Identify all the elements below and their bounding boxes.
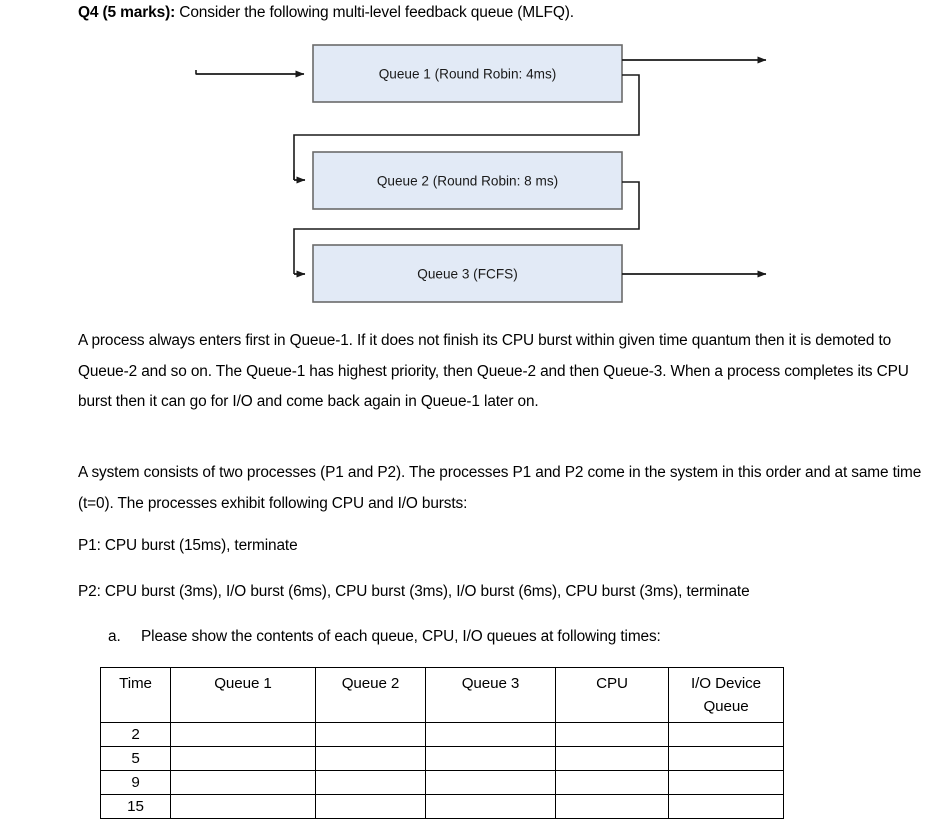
cell-queue-3[interactable] xyxy=(425,722,556,747)
sub-question-a: a. Please show the contents of each queue… xyxy=(108,623,661,651)
paragraph-system-description: A system consists of two processes (P1 a… xyxy=(78,464,922,512)
cell-queue-2[interactable] xyxy=(315,722,426,747)
queue-1-box: Queue 1 (Round Robin: 4ms) xyxy=(312,44,623,103)
sub-question-a-marker: a. xyxy=(108,628,121,645)
cell-time: 9 xyxy=(100,770,171,795)
cell-queue-1[interactable] xyxy=(170,722,316,747)
cell-queue-1[interactable] xyxy=(170,794,316,819)
column-header-queue-2: Queue 2 xyxy=(315,667,426,723)
cell-queue-3[interactable] xyxy=(425,794,556,819)
cell-queue-3[interactable] xyxy=(425,746,556,771)
cell-time: 5 xyxy=(100,746,171,771)
connector-queue-2-to-queue-3 xyxy=(293,181,640,278)
table-row: 9 xyxy=(100,770,784,795)
column-header-queue-1: Queue 1 xyxy=(170,667,316,723)
cell-queue-1[interactable] xyxy=(170,770,316,795)
cell-io[interactable] xyxy=(668,794,784,819)
cell-queue-3[interactable] xyxy=(425,770,556,795)
table-header-row: Time Queue 1 Queue 2 Queue 3 CPU I/O Dev… xyxy=(100,667,784,723)
paragraph-process-p1: P1: CPU burst (15ms), terminate xyxy=(78,537,298,554)
cell-cpu[interactable] xyxy=(555,794,669,819)
column-header-io-device-queue: I/O Device Queue xyxy=(668,667,784,723)
cell-queue-2[interactable] xyxy=(315,746,426,771)
paragraph-mlfq-rules: A process always enters first in Queue-1… xyxy=(78,332,909,410)
sub-question-a-text: Please show the contents of each queue, … xyxy=(141,628,661,645)
cell-queue-1[interactable] xyxy=(170,746,316,771)
question-number-label: Q4 (5 marks): xyxy=(78,4,176,21)
cell-cpu[interactable] xyxy=(555,746,669,771)
cell-io[interactable] xyxy=(668,770,784,795)
cell-cpu[interactable] xyxy=(555,722,669,747)
table-row: 5 xyxy=(100,746,784,771)
queue-1-label: Queue 1 (Round Robin: 4ms) xyxy=(379,67,557,82)
cell-time: 2 xyxy=(100,722,171,747)
table-row: 15 xyxy=(100,794,784,819)
queue-3-label: Queue 3 (FCFS) xyxy=(417,267,517,282)
queue-2-label: Queue 2 (Round Robin: 8 ms) xyxy=(377,174,558,189)
queue-3-box: Queue 3 (FCFS) xyxy=(312,244,623,303)
table-row: 2 xyxy=(100,722,784,747)
mlfq-diagram: Queue 1 (Round Robin: 4ms) Queue 2 (Roun… xyxy=(0,30,949,325)
paragraph-process-p2: P2: CPU burst (3ms), I/O burst (6ms), CP… xyxy=(78,583,750,600)
cell-queue-2[interactable] xyxy=(315,794,426,819)
question-heading: Q4 (5 marks): Consider the following mul… xyxy=(78,2,938,24)
cell-queue-2[interactable] xyxy=(315,770,426,795)
cell-io[interactable] xyxy=(668,746,784,771)
question-text: Consider the following multi-level feedb… xyxy=(175,4,574,21)
cell-io[interactable] xyxy=(668,722,784,747)
cell-time: 15 xyxy=(100,794,171,819)
column-header-queue-3: Queue 3 xyxy=(425,667,556,723)
cell-cpu[interactable] xyxy=(555,770,669,795)
column-header-cpu: CPU xyxy=(555,667,669,723)
queue-2-box: Queue 2 (Round Robin: 8 ms) xyxy=(312,151,623,210)
column-header-time: Time xyxy=(100,667,171,723)
connector-queue-1-to-queue-2 xyxy=(293,74,640,184)
arrow-entry-to-queue-1 xyxy=(195,70,305,78)
queue-contents-table: Time Queue 1 Queue 2 Queue 3 CPU I/O Dev… xyxy=(100,667,784,819)
